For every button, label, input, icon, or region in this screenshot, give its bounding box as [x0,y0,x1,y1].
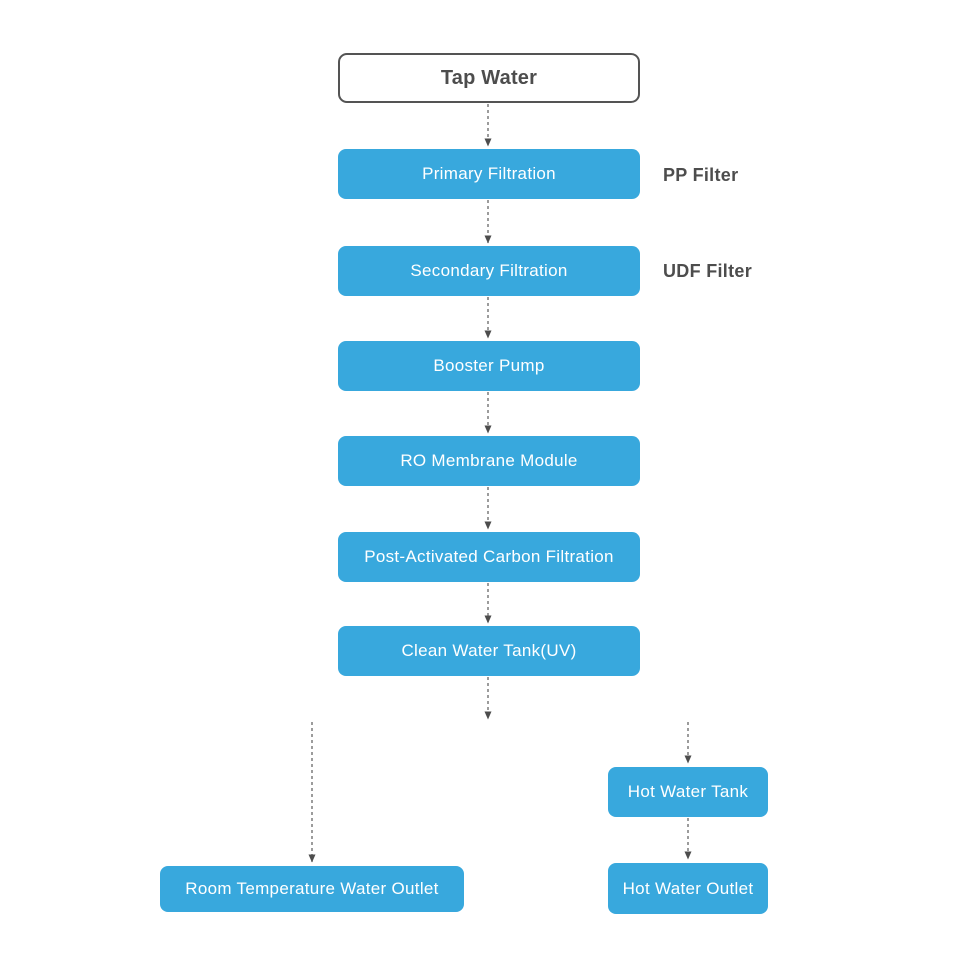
node-label-booster-pump: Booster Pump [433,356,545,375]
node-booster-pump: Booster Pump [338,341,640,391]
node-secondary-filtration: Secondary Filtration [338,246,640,296]
node-label-primary-filtration: Primary Filtration [422,164,556,183]
node-label-hot-water-outlet: Hot Water Outlet [622,878,754,898]
node-label-ro-membrane-module: RO Membrane Module [400,451,578,470]
node-label-clean-water-tank-uv: Clean Water Tank(UV) [401,641,577,660]
node-tap-water: Tap Water [338,53,640,103]
node-hot-water-tank: Hot Water Tank [608,767,768,817]
node-hot-water-outlet: Hot Water Outlet [608,863,768,914]
node-primary-filtration: Primary Filtration [338,149,640,199]
node-label-room-temperature-water-outlet: Room Temperature Water Outlet [185,879,439,898]
node-label-hot-water-tank: Hot Water Tank [627,782,749,801]
node-post-activated-carbon-filtration: Post-Activated Carbon Filtration [338,532,640,582]
node-ro-membrane-module: RO Membrane Module [338,436,640,486]
annotation-pp-filter: PP Filter [663,165,739,185]
node-label-secondary-filtration: Secondary Filtration [410,261,568,280]
node-clean-water-tank-uv: Clean Water Tank(UV) [338,626,640,676]
node-label-tap-water: Tap Water [440,66,538,89]
node-room-temperature-water-outlet: Room Temperature Water Outlet [160,866,464,912]
annotation-udf-filter: UDF Filter [663,261,753,281]
node-label-post-activated-carbon: Post-Activated Carbon Filtration [364,547,614,566]
